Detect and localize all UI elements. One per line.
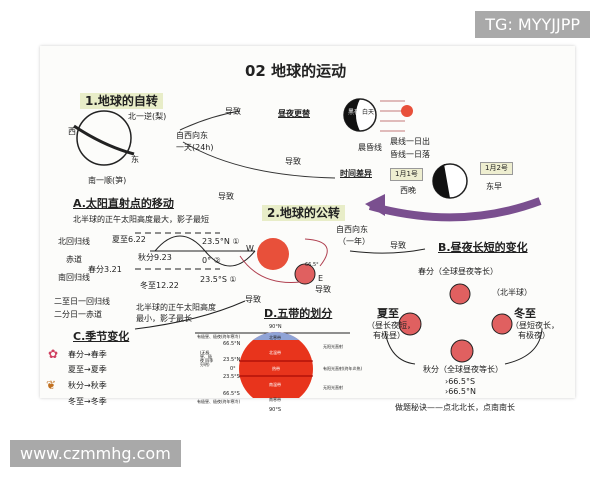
temperate-note: (无极昼、极夜 四季分明) — [200, 350, 214, 367]
watermark-top: TG: MYYJJPP — [475, 11, 590, 38]
winter-note-1: （昼短夜长， — [511, 321, 559, 330]
summer-solstice-label: 夏至6.22 — [112, 235, 146, 244]
tilt-angle: 66.5° — [305, 262, 319, 268]
diagram-card: 02 地球的运动 1.地球的自转 北一逆(梨) 西 东 南一顺(笋) 自西向东 … — [40, 46, 575, 413]
terminator-label: 晨昏线 — [358, 143, 382, 152]
tropic-north-label: 北回归线 — [58, 237, 90, 246]
lat-90n: 90°N — [269, 324, 282, 330]
diagram-drawing — [73, 98, 543, 398]
west-label: 西 — [68, 127, 76, 136]
east-label: 东 — [131, 155, 139, 164]
zones-globe — [239, 332, 313, 398]
leads-to-label: 导致 — [218, 192, 234, 201]
lat-0-label: 0° ② — [202, 256, 221, 265]
day-label: 白天 — [362, 109, 375, 116]
leaf-icon: ❦ — [46, 378, 57, 392]
winter-solstice-title: 冬至 — [514, 307, 536, 320]
lat-s-label: 23.5°S ① — [200, 275, 237, 284]
arrow-time-diff — [182, 141, 336, 179]
polar-note-s: 有极昼、极夜(终年寒冷) — [197, 399, 241, 404]
lat-23n: 23.5°N — [223, 357, 241, 363]
zone-name: 热带 — [272, 366, 280, 371]
lat-n-label: 23.5°N ① — [202, 237, 240, 246]
rule-2: 二分日一赤道 — [54, 310, 102, 319]
season-item: 秋分→秋季 — [68, 381, 107, 390]
west-late-label: 西晚 — [400, 186, 416, 195]
summer-note: 北半球的正午太阳高度最大，影子最短 — [73, 215, 209, 224]
spring-equinox-label: 春分3.21 — [88, 265, 122, 274]
east-early-label: 东早 — [486, 182, 502, 191]
arrow-day-night — [179, 110, 241, 131]
date-box-2: 1月2号 — [480, 162, 513, 175]
revolution-direction: 自西向东 — [336, 225, 368, 234]
winter-note: 北半球的正午太阳高度最小，影子最长 — [136, 303, 216, 324]
date-box-1: 1月1号 — [390, 168, 423, 181]
season-item: 春分→春季 — [68, 350, 107, 359]
lat-66s: 66.5°S — [223, 391, 240, 397]
exam-tip: 做题秘诀——点北北长，点南南长 — [395, 403, 515, 412]
rotation-period: 一天(24h) — [176, 143, 214, 152]
time-diff-label: 时间差异 — [340, 169, 372, 178]
polar-note-n: 有极昼、极夜(终年寒冷) — [197, 334, 241, 339]
season-item: 夏至→夏季 — [68, 365, 107, 374]
sun-icon — [401, 105, 413, 117]
north-label: 北一逆(梨) — [128, 112, 167, 121]
rotation-globe — [76, 110, 132, 166]
no-direct-n: 无阳光直射 — [323, 344, 343, 349]
zone-name: 南温带 — [269, 382, 281, 387]
leads-to-label: 导致 — [285, 157, 301, 166]
no-direct-s: 无阳光直射 — [323, 385, 343, 390]
lat-23s: 23.5°S — [223, 374, 240, 380]
leads-to-label: 导致 — [315, 285, 331, 294]
east-e-label: E — [318, 274, 324, 283]
purple-arrow — [368, 197, 542, 222]
summer-note-2: 有极昼） — [373, 331, 405, 340]
rule-1: 二至日一回归线 — [54, 297, 110, 306]
northern-hemisphere-label: （北半球） — [492, 288, 532, 297]
season-item: 冬至→冬季 — [68, 397, 107, 406]
leads-to-label: 导致 — [245, 295, 261, 304]
zone-name: 北寒带 — [269, 335, 281, 340]
direct-sun-note: 有阳光直射(终年炎热) — [323, 366, 363, 371]
lat-66-n: ›66.5°N — [445, 387, 476, 396]
revolution-sun — [257, 238, 289, 270]
autumn-equinox-label: 秋分9.23 — [138, 253, 172, 262]
tropic-south-label: 南回归线 — [58, 273, 90, 282]
west-w-label: W — [246, 244, 254, 253]
dawn-label: 晨线一日出 — [390, 137, 430, 146]
zones-heading: D.五带的划分 — [264, 307, 333, 320]
leads-to-label: 导致 — [390, 241, 406, 250]
rotation-heading: 1.地球的自转 — [80, 93, 163, 109]
summer-note-1: （昼长夜短， — [367, 321, 415, 330]
day-length-heading: B.昼夜长短的变化 — [438, 241, 528, 254]
winter-solstice-label: 冬至12.22 — [140, 281, 179, 290]
page-title: 02 地球的运动 — [245, 62, 347, 80]
revolution-heading: 2.地球的公转 — [262, 205, 345, 221]
winter-note-2: 有极夜） — [518, 331, 550, 340]
watermark-bottom: www.czmmhg.com — [10, 440, 181, 467]
leads-to-label: 导致 — [225, 107, 241, 116]
autumn-equinox-note: 秋分（全球昼夜等长） — [423, 365, 503, 374]
equator-label: 赤道 — [66, 255, 82, 264]
lat-0: 0° — [230, 366, 236, 372]
summer-solstice-title: 夏至 — [377, 307, 399, 320]
night-label: 黑夜 — [348, 109, 361, 116]
zone-name: 北温带 — [269, 350, 281, 355]
day-night-label: 昼夜更替 — [278, 109, 310, 118]
flower-icon: ✿ — [48, 347, 59, 361]
revolution-period: （一年） — [338, 237, 370, 246]
dusk-label: 昏线一日落 — [390, 150, 430, 159]
south-label: 南一顺(笋) — [88, 176, 127, 185]
spring-equinox-note: 春分（全球昼夜等长） — [418, 267, 498, 276]
seasons-heading: C.季节变化 — [73, 330, 130, 343]
zone-name: 南寒带 — [269, 397, 281, 402]
lat-66-s: ›66.5°S — [445, 377, 476, 386]
lat-66n: 66.5°N — [223, 341, 241, 347]
rotation-direction: 自西向东 — [176, 131, 208, 140]
sun-point-heading: A.太阳直射点的移动 — [73, 197, 174, 210]
lat-90s: 90°S — [269, 407, 282, 413]
